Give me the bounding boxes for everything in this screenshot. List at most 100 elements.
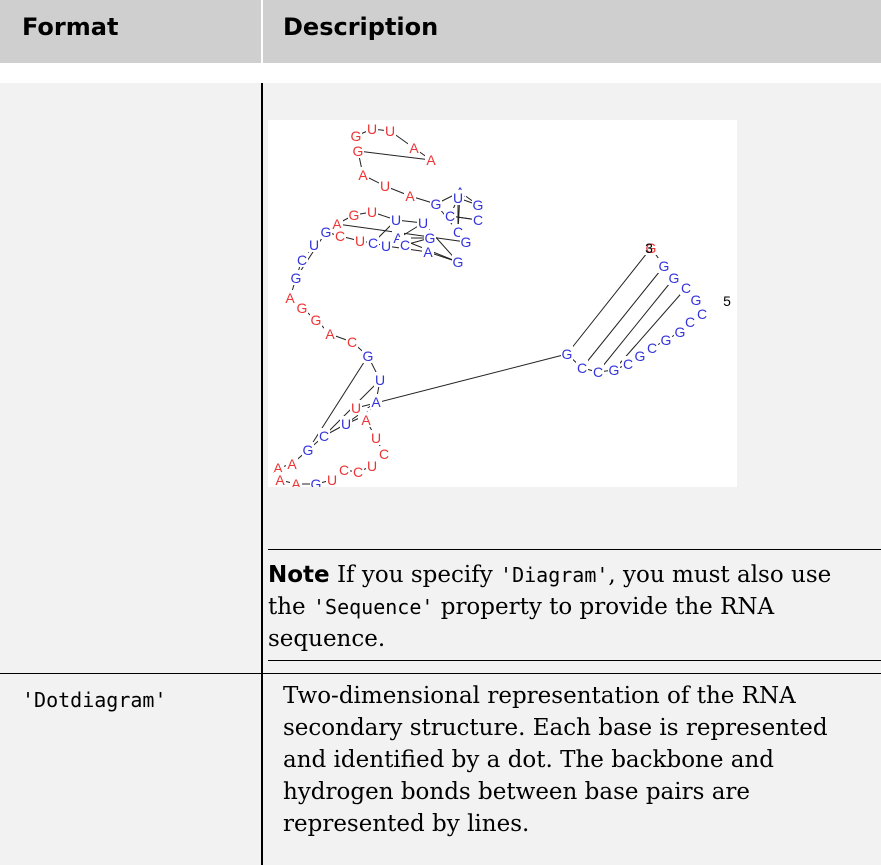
rna-base: C: [368, 235, 378, 251]
base-pair-bond: [581, 265, 665, 369]
base-background: [366, 121, 378, 136]
note-bottom-rule: [268, 660, 881, 661]
rna-base: G: [661, 332, 672, 348]
base-background: [360, 412, 372, 427]
rna-base: G: [303, 442, 314, 458]
base-background: [370, 430, 382, 445]
rna-base: A: [275, 472, 285, 487]
rna-base: G: [351, 128, 362, 144]
rna-base: G: [669, 270, 680, 286]
rna-base: A: [358, 167, 368, 183]
base-background: [362, 348, 374, 363]
base-background: [290, 476, 302, 487]
base-background: [310, 476, 322, 487]
rna-diagram-svg: GUUAAGAUAGAGCCUCGAGUUUGACGAUCUCGUCGAGGAC…: [272, 121, 731, 487]
note-text: Note If you specify 'Diagram', you must …: [268, 559, 868, 655]
base-background: [334, 228, 346, 243]
base-background: [296, 252, 308, 267]
rna-base: G: [562, 346, 573, 362]
rna-base: G: [321, 224, 332, 240]
row-divider: [0, 673, 881, 674]
base-background: [352, 143, 364, 158]
rna-base: G: [431, 196, 442, 212]
rna-base: C: [647, 340, 657, 356]
base-background: [324, 326, 336, 341]
rna-base: U: [367, 204, 377, 220]
base-background: [408, 140, 420, 155]
base-background: [668, 270, 680, 285]
note-text-part: If you specify: [329, 562, 501, 588]
base-background: [296, 300, 308, 315]
base-background: [284, 290, 296, 305]
column-divider: [261, 83, 263, 865]
rna-base: G: [635, 348, 646, 364]
five-prime-label: 5: [723, 293, 731, 309]
base-background: [346, 334, 358, 349]
rna-base: U: [371, 430, 381, 446]
rna-base: A: [285, 290, 295, 306]
base-background: [425, 152, 437, 167]
base-background: [378, 446, 390, 461]
rna-base: C: [453, 224, 463, 240]
note-label: Note: [268, 562, 330, 588]
note-box: Note If you specify 'Diagram', you must …: [268, 549, 881, 661]
base-background: [684, 314, 696, 329]
rna-base: C: [593, 364, 603, 380]
base-background: [338, 462, 350, 477]
base-background: [318, 428, 330, 443]
rna-base: C: [681, 280, 691, 296]
base-background: [404, 188, 416, 203]
rna-base: A: [393, 230, 403, 246]
rna-base: U: [375, 372, 385, 388]
rna-base: U: [327, 472, 337, 487]
base-background: [379, 178, 391, 193]
base-background: [348, 207, 360, 222]
rna-base: A: [423, 244, 433, 260]
rna-base: C: [339, 462, 349, 478]
rna-base: G: [453, 254, 464, 270]
base-background: [308, 237, 320, 252]
base-background: [674, 324, 686, 339]
base-background: [646, 340, 658, 355]
rna-base: C: [347, 334, 357, 350]
base-background: [272, 460, 284, 475]
format-column-header: Format: [22, 13, 119, 41]
base-background: [286, 456, 298, 471]
base-background: [424, 230, 436, 245]
rna-base: A: [409, 140, 419, 156]
rna-base: A: [325, 326, 335, 342]
rna-base: G: [363, 348, 374, 364]
base-background: [367, 235, 379, 250]
base-background: [608, 362, 620, 377]
base-background: [340, 416, 352, 431]
rna-base: C: [623, 356, 633, 372]
base-background: [352, 464, 364, 479]
base-background: [366, 458, 378, 473]
rna-base: A: [426, 152, 436, 168]
base-background: [320, 224, 332, 239]
base-background: [390, 212, 402, 227]
rna-base: G: [473, 197, 484, 213]
note-text-part: property to provide the RNA sequence.: [268, 594, 775, 652]
rna-base: A: [405, 188, 415, 204]
base-background: [680, 280, 692, 295]
backbone-segment: [357, 150, 432, 161]
description-column-header: Description: [283, 13, 439, 41]
base-background: [634, 348, 646, 363]
rna-base: U: [355, 233, 365, 249]
format-cell-dotdiagram: 'Dotdiagram': [22, 688, 167, 712]
base-background: [380, 238, 392, 253]
backbone-segment: [355, 353, 568, 409]
base-background: [452, 254, 464, 269]
rna-base: G: [311, 312, 322, 328]
table-row: [0, 674, 881, 865]
rna-base: U: [367, 121, 377, 137]
base-background: [592, 364, 604, 379]
note-code-sequence: 'Sequence': [312, 595, 434, 619]
base-background: [326, 472, 338, 487]
rna-base: G: [311, 476, 322, 487]
three-prime-label: 3: [645, 240, 653, 256]
rna-base: U: [385, 123, 395, 139]
rna-base: A: [361, 412, 371, 428]
base-background: [310, 312, 322, 327]
